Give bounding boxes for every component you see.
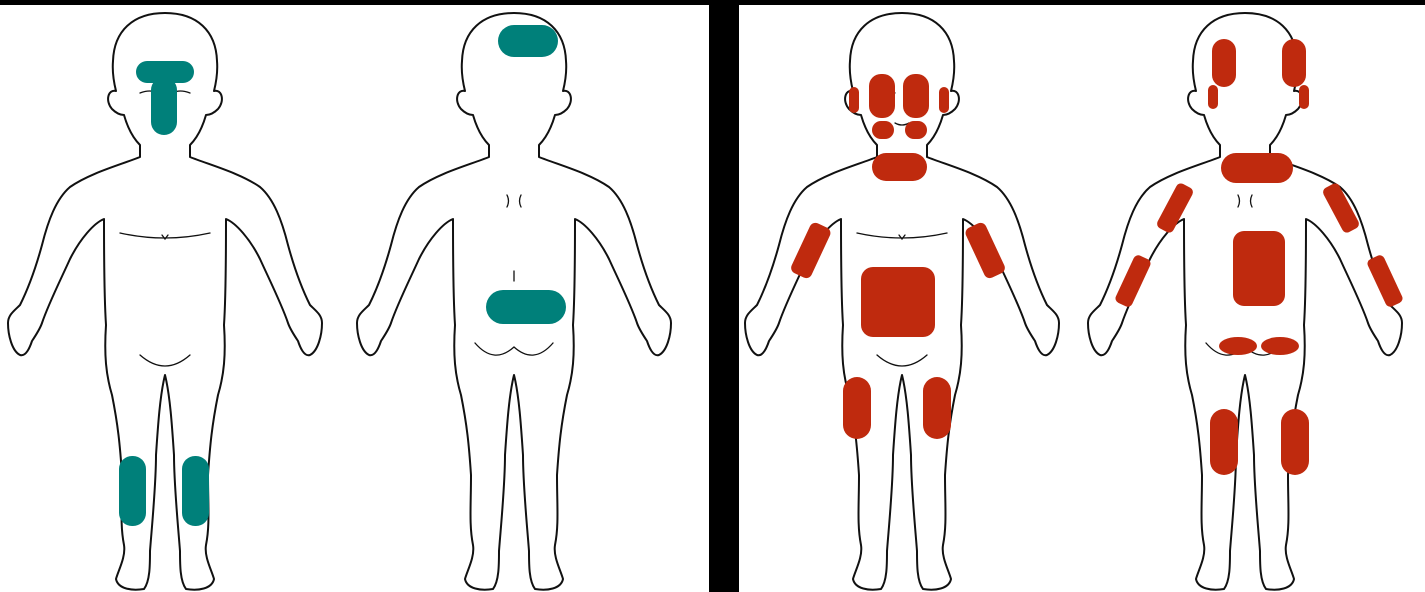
patch-chin-left [905, 121, 927, 139]
teal-diagram [0, 5, 709, 592]
patch-lower-back [1233, 231, 1285, 306]
patch-buttock-right [1219, 337, 1257, 355]
red-diagram [739, 5, 1425, 592]
patch-ear-left [1299, 85, 1309, 109]
red-panel [739, 5, 1425, 592]
patch-calf-left [1281, 409, 1309, 475]
patch-chin-right [872, 121, 894, 139]
patch-lower-back [486, 290, 566, 324]
patch-left-shin [182, 456, 209, 526]
patch-back-of-head-right [1212, 39, 1236, 87]
patch-calf-right [1210, 409, 1238, 475]
patch-back-of-head-left [1282, 39, 1306, 87]
patch-forehead-right [869, 74, 895, 118]
patch-right-shin [119, 456, 146, 526]
patch-neck [872, 153, 927, 181]
teal-panel [0, 5, 709, 592]
patch-ear-front-right [849, 87, 859, 113]
patch-upper-back [1221, 153, 1293, 183]
patch-thigh-left [923, 377, 951, 439]
patch-ear-front-left [939, 87, 949, 113]
patch-thigh-right [843, 377, 871, 439]
patch-back-of-head [498, 25, 558, 57]
patch-abdomen [861, 267, 935, 337]
patch-ear-right [1208, 85, 1218, 109]
patch-buttock-left [1261, 337, 1299, 355]
patch-nose [151, 77, 177, 135]
patch-forehead-left [903, 74, 929, 118]
